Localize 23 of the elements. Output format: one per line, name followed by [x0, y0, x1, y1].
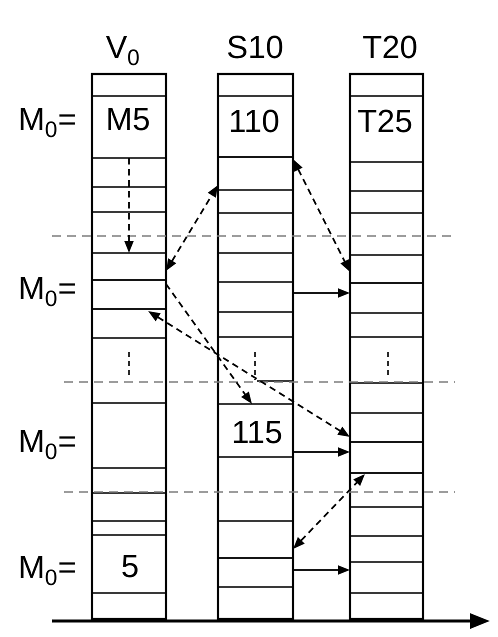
- memory-cell: [349, 282, 424, 314]
- memory-cell: [217, 156, 294, 191]
- memory-cell: [349, 472, 424, 508]
- memory-cell: [349, 441, 424, 474]
- memory-cell: [217, 281, 294, 313]
- row-label: M$_{0}$=: [20, 277, 75, 306]
- column-heading: V$_{0}$: [106, 36, 139, 66]
- memory-cell: [91, 252, 167, 281]
- memory-cell: [91, 279, 167, 310]
- memory-cell: 115: [217, 403, 294, 458]
- memory-cell: [349, 561, 424, 594]
- row-label: M$_{0}$=: [20, 430, 75, 460]
- memory-cell: [349, 412, 424, 443]
- memory-cell: [349, 254, 424, 284]
- memory-cell: 5: [91, 534, 167, 594]
- memory-cell: M5: [91, 95, 167, 159]
- memory-cell: [217, 520, 294, 559]
- memory-cell: [91, 308, 167, 339]
- column-heading: S10: [228, 36, 282, 58]
- column-heading: T20: [363, 36, 416, 58]
- memory-cell: [217, 557, 294, 588]
- memory-cell: T25: [349, 95, 424, 163]
- memory-cell: 110: [217, 95, 294, 158]
